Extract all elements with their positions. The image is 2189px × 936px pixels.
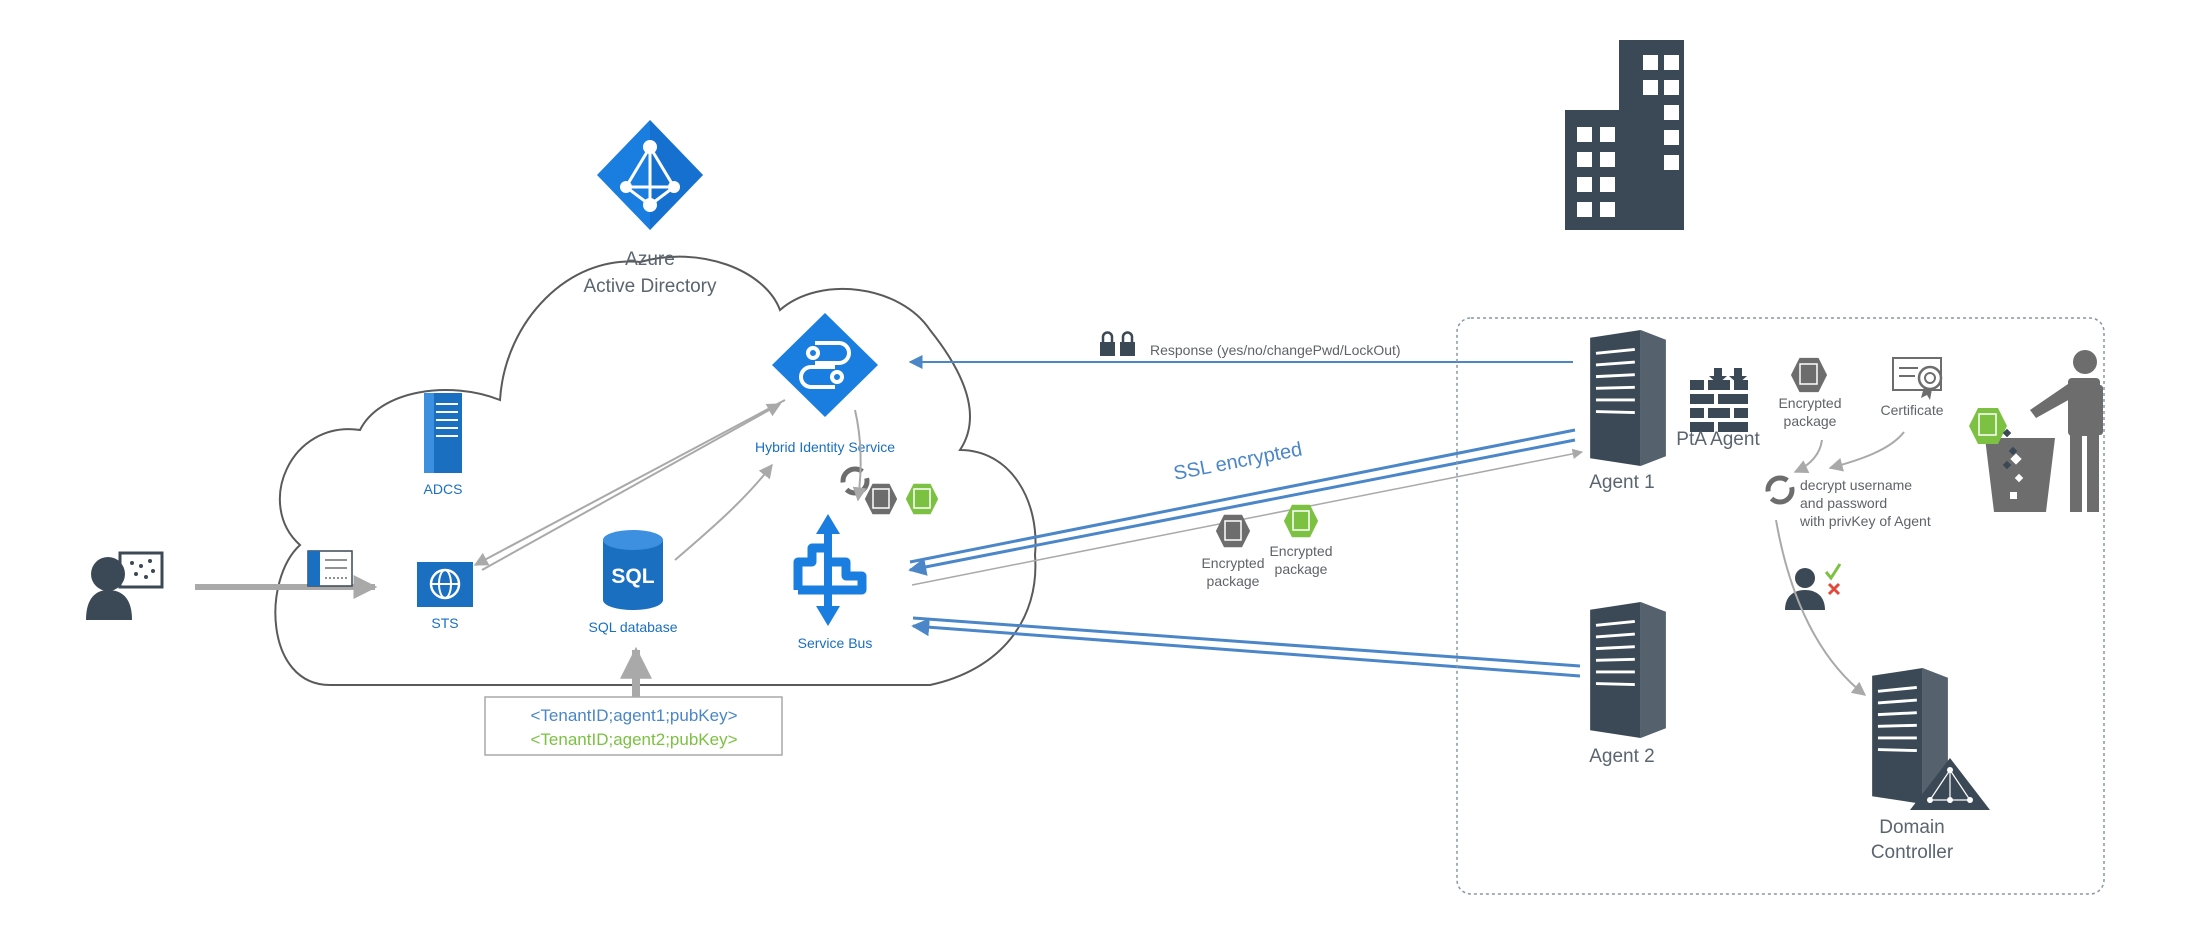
ssl-tunnel-agent1 xyxy=(908,428,1576,576)
certificate-label: Certificate xyxy=(1880,402,1943,418)
inflight-green-label-2: package xyxy=(1275,561,1328,577)
agent2-label: Agent 2 xyxy=(1589,746,1655,767)
firewall-icon xyxy=(1690,368,1748,432)
ssl-tunnel-agent2 xyxy=(911,616,1581,678)
encrypted-badge-grey-icon xyxy=(864,483,898,515)
hybrid-identity-icon xyxy=(772,313,878,417)
discarded-package-icon xyxy=(1969,408,2018,470)
tenant-line-agent1: <TenantID;agent1;pubKey> xyxy=(531,706,738,725)
domain-network-icon xyxy=(1910,758,1990,810)
encrypted-badge-green-icon xyxy=(905,483,939,515)
inflight-badge-green-icon xyxy=(1283,504,1319,538)
certificate-icon xyxy=(1892,357,1943,400)
onprem-encrypted-label-2: package xyxy=(1784,413,1837,429)
office-building-icon xyxy=(1565,40,1684,230)
inflight-grey-label-1: Encrypted xyxy=(1201,555,1264,571)
response-label: Response (yes/no/changePwd/LockOut) xyxy=(1150,342,1401,358)
domain-controller-label-1: Domain xyxy=(1879,817,1944,838)
decrypt-to-dc-arrow xyxy=(1775,519,1867,696)
inflight-badge-grey-icon xyxy=(1215,514,1251,548)
tenant-keys-box xyxy=(484,696,783,756)
person-trash-icon xyxy=(1985,350,2103,512)
decrypt-label-1: decrypt username xyxy=(1800,477,1912,493)
sql-database-label: SQL database xyxy=(589,619,678,635)
decrypt-cycle-icon xyxy=(1765,475,1795,505)
forward-to-agent-arrow xyxy=(911,448,1584,586)
inflight-grey-label-2: package xyxy=(1207,573,1260,589)
user-laptop-icon xyxy=(86,551,164,620)
onprem-encrypted-badge-icon xyxy=(1790,357,1828,393)
agent2-server-icon xyxy=(1590,602,1668,738)
sts-globe-icon xyxy=(417,562,473,607)
decrypt-label-3: with privKey of Agent xyxy=(1799,513,1931,529)
internal-arrows xyxy=(473,399,867,571)
sts-label: STS xyxy=(431,615,458,631)
service-bus-label: Service Bus xyxy=(798,635,873,651)
sql-database-icon: SQL xyxy=(603,530,663,610)
login-form-icon xyxy=(307,550,353,587)
domain-controller-label-2: Controller xyxy=(1871,842,1954,863)
agent1-server-icon xyxy=(1590,330,1668,466)
cloud-title-line1: Azure xyxy=(625,249,675,270)
azure-ad-logo xyxy=(597,120,703,230)
on-premises-boundary xyxy=(1456,317,2105,895)
adcs-label: ADCS xyxy=(424,481,463,497)
pta-agent-label: PtA Agent xyxy=(1676,429,1760,450)
agent1-label: Agent 1 xyxy=(1589,472,1655,493)
cloud-title-line2: Active Directory xyxy=(583,276,717,297)
sql-badge: SQL xyxy=(611,565,654,588)
tenant-line-agent2: <TenantID;agent2;pubKey> xyxy=(531,730,738,749)
padlock-icon xyxy=(1100,331,1135,356)
decrypt-label-2: and password xyxy=(1800,495,1887,511)
service-bus-icon xyxy=(793,514,867,626)
hybrid-identity-label: Hybrid Identity Service xyxy=(755,439,895,455)
inflight-green-label-1: Encrypted xyxy=(1269,543,1332,559)
decrypt-input-arrows xyxy=(1793,431,1905,474)
onprem-encrypted-label-1: Encrypted xyxy=(1778,395,1841,411)
ssl-label: SSL encrypted xyxy=(1172,438,1304,484)
adcs-server-icon xyxy=(424,393,462,473)
